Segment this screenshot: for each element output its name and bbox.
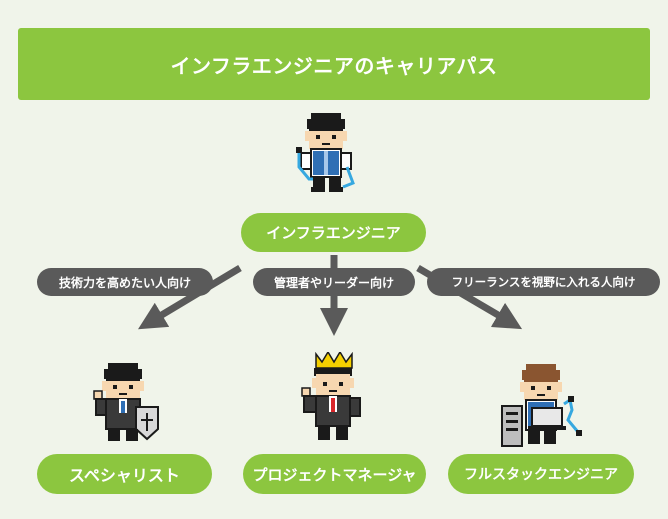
- project-manager-character-icon: [301, 352, 361, 440]
- infra-engineer-character-icon: [296, 113, 355, 192]
- role-node-project-manager: プロジェクトマネージャ: [243, 454, 426, 494]
- fullstack-engineer-character-icon: [501, 364, 582, 447]
- specialist-character-icon: [93, 363, 159, 441]
- diagram-title: インフラエンジニアのキャリアパス: [18, 28, 650, 100]
- condition-tag-project-manager: 管理者やリーダー向け: [253, 268, 415, 296]
- role-node-fullstack-engineer: フルスタックエンジニア: [448, 454, 634, 494]
- condition-tag-specialist: 技術力を高めたい人向け: [37, 268, 213, 296]
- condition-tag-fullstack: フリーランスを視野に入れる人向け: [427, 268, 660, 296]
- role-node-specialist: スペシャリスト: [37, 454, 212, 494]
- root-node-infra-engineer: インフラエンジニア: [241, 213, 426, 252]
